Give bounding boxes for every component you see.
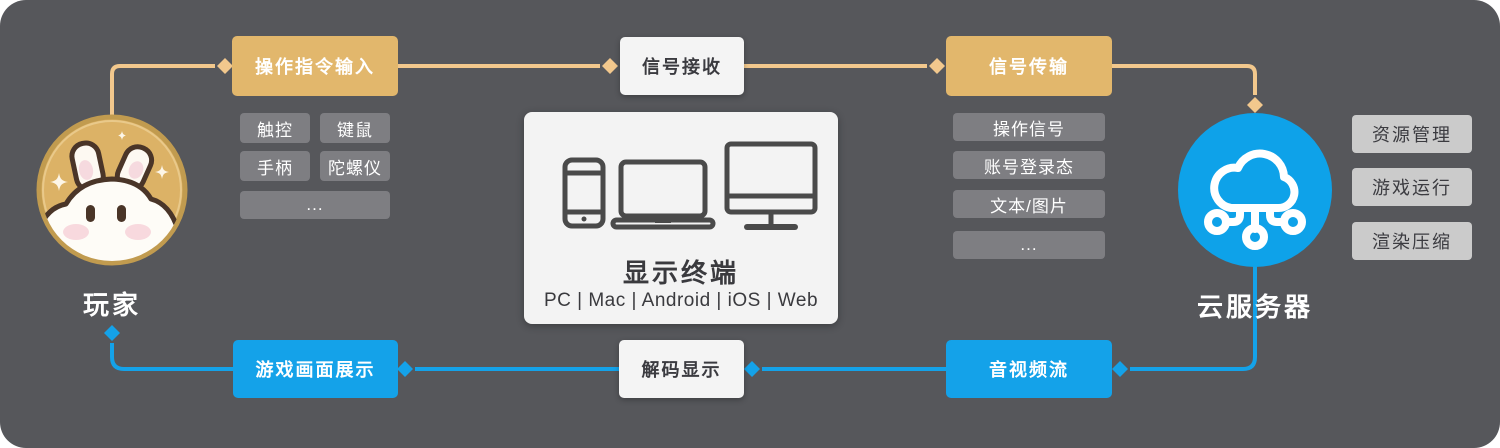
- av-stream-box: 音视频流: [946, 340, 1112, 398]
- monitor-icon: [724, 141, 818, 230]
- gold-line-player-to-input: [110, 64, 215, 122]
- blue-arrow-diamond-icon: [1112, 361, 1128, 377]
- input-tag-touch: 触控: [240, 113, 310, 143]
- game-display-box: 游戏画面展示: [233, 340, 398, 398]
- input-tag-gyroscope: 陀螺仪: [320, 151, 390, 181]
- input-tag-more: ...: [240, 191, 390, 219]
- cloud-server-node: [1178, 113, 1332, 267]
- command-input-box: 操作指令输入: [232, 36, 398, 96]
- decode-display-box: 解码显示: [619, 340, 744, 398]
- phone-home-dot: [581, 216, 587, 222]
- blue-arrow-diamond-icon: [104, 325, 120, 341]
- gold-line-transmit-to-cloud: [1112, 64, 1257, 95]
- gold-arrow-diamond-icon: [217, 58, 233, 74]
- cloud-tag-game-running: 游戏运行: [1352, 168, 1472, 206]
- rabbit-avatar-icon: [36, 114, 188, 266]
- gold-arrow-diamond-icon: [602, 58, 618, 74]
- terminal-card-subtitle: PC | Mac | Android | iOS | Web: [543, 290, 819, 311]
- input-tag-keyboard-mouse: 键鼠: [320, 113, 390, 143]
- input-tag-gamepad: 手柄: [240, 151, 310, 181]
- transmit-tag-text-image: 文本/图片: [953, 190, 1105, 218]
- cloud-tag-render-compression: 渲染压缩: [1352, 222, 1472, 260]
- cloud-network-icon: [1204, 149, 1306, 250]
- blue-arrow-diamond-icon: [744, 361, 760, 377]
- transmit-tag-operation-signal: 操作信号: [953, 113, 1105, 141]
- blue-line-cloud-to-stream: [1130, 266, 1257, 371]
- laptop-notch: [655, 220, 671, 223]
- display-terminal-card: 显示终端 PC | Mac | Android | iOS | Web: [524, 112, 838, 324]
- signal-receive-box: 信号接收: [620, 37, 744, 95]
- player-label: 玩家: [82, 290, 141, 320]
- cloud-server-label: 云服务器: [1196, 292, 1313, 322]
- blue-arrow-diamond-icon: [397, 361, 413, 377]
- transmit-tag-account-login: 账号登录态: [953, 151, 1105, 179]
- terminal-card-title: 显示终端: [622, 258, 739, 288]
- signal-transmit-box: 信号传输: [946, 36, 1112, 96]
- transmit-tag-more: ...: [953, 231, 1105, 259]
- blue-line-display-to-player: [110, 343, 233, 371]
- gold-arrow-diamond-icon: [929, 58, 945, 74]
- player-avatar: [34, 112, 190, 268]
- cloud-tag-resource-management: 资源管理: [1352, 115, 1472, 153]
- gold-arrow-diamond-icon: [1247, 97, 1263, 113]
- smartphone-icon: [562, 157, 606, 229]
- laptop-icon: [610, 159, 716, 230]
- device-icons: [562, 141, 818, 230]
